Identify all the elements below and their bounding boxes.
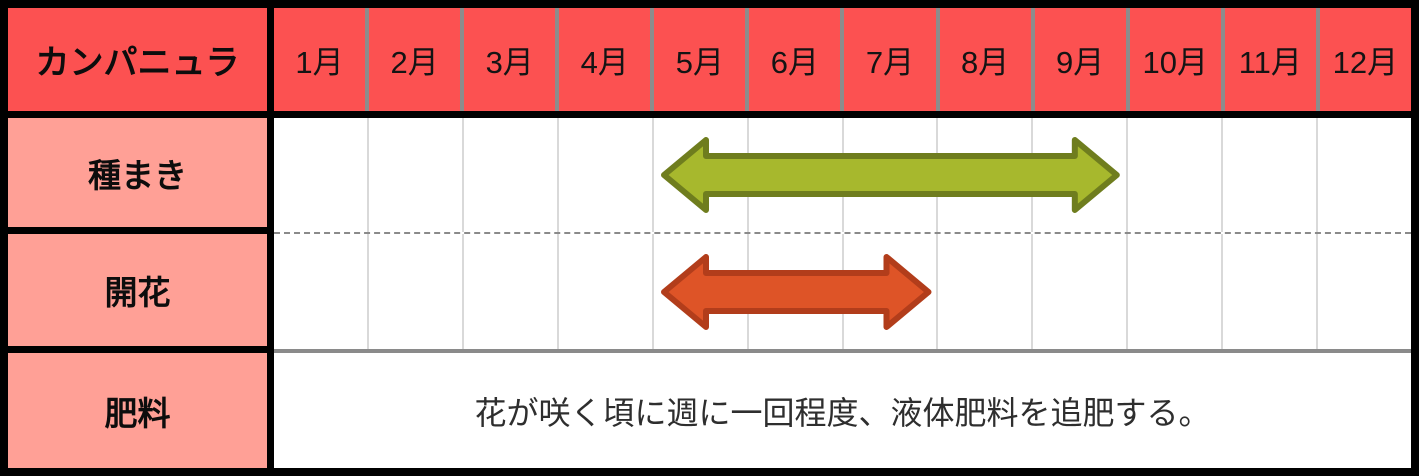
table-row-bloom: 開花: [8, 234, 1411, 353]
grid-cell: [1126, 234, 1221, 349]
row-label-fertilizer: 肥料: [8, 353, 274, 468]
month-header-dec: 12月: [1315, 8, 1411, 111]
table-row-fertilizer: 肥料 花が咲く頃に週に一回程度、液体肥料を追肥する。: [8, 353, 1411, 468]
grid-cell: [1031, 118, 1126, 232]
grid-cell: [746, 118, 842, 232]
row-label-sowing: 種まき: [8, 118, 274, 234]
grid-cell: [841, 118, 937, 232]
grid-cell: [556, 234, 652, 349]
bloom-months-area: [274, 234, 1411, 353]
row-label-bloom: 開花: [8, 234, 274, 353]
grid-cell: [936, 118, 1031, 232]
grid-cell: [746, 234, 842, 349]
month-header-nov: 11月: [1220, 8, 1316, 111]
month-header-may: 5月: [650, 8, 745, 111]
grid-cell: [1126, 118, 1221, 232]
sowing-months-area: [274, 118, 1411, 234]
calendar-header-row: カンパニュラ 1月 2月 3月 4月 5月 6月 7月 8月 9月 10月 11…: [8, 8, 1411, 118]
month-header-sep: 9月: [1030, 8, 1126, 111]
table-row-sowing: 種まき: [8, 118, 1411, 234]
month-header-aug: 8月: [935, 8, 1031, 111]
month-header-jun: 6月: [745, 8, 840, 111]
month-header-jul: 7月: [840, 8, 935, 111]
grid-cell: [651, 234, 747, 349]
month-header-jan: 1月: [295, 45, 344, 80]
grid-cell: [936, 234, 1031, 349]
month-header-oct: 10月: [1125, 8, 1221, 111]
grid-cell: [1221, 234, 1316, 349]
grid-cell: [461, 118, 557, 232]
grid-cell: [651, 118, 747, 232]
month-header-apr: 4月: [555, 8, 650, 111]
grid-cell: [1031, 234, 1126, 349]
month-header-feb: 2月: [365, 8, 460, 111]
grid-cell: [274, 234, 367, 349]
grid-cell: [274, 118, 367, 232]
grid-cell: [366, 234, 462, 349]
month-header-strip: 1月 2月 3月 4月 5月 6月 7月 8月 9月 10月 11月 12月: [274, 8, 1411, 111]
grid-cell: [556, 118, 652, 232]
grid-cell: [366, 118, 462, 232]
month-header-mar: 3月: [460, 8, 555, 111]
grid-cell: [1221, 118, 1316, 232]
grid-cell: [461, 234, 557, 349]
grid-cell: [841, 234, 937, 349]
plant-name-cell: カンパニュラ: [8, 8, 274, 111]
fertilizer-note-text: 花が咲く頃に週に一回程度、液体肥料を追肥する。: [274, 353, 1411, 468]
grid-cell: [1316, 118, 1411, 232]
grid-cell: [1316, 234, 1411, 349]
